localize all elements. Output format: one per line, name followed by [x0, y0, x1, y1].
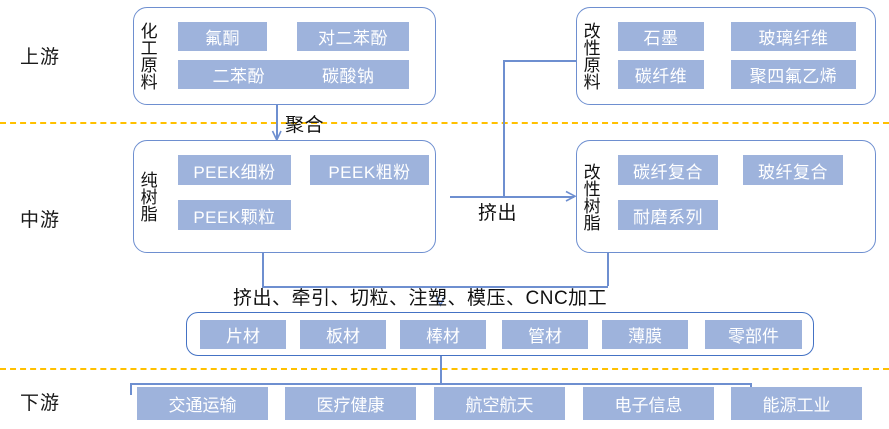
- process-label-extrusion: 挤出: [478, 203, 518, 224]
- divider-midstream-downstream: [0, 368, 889, 370]
- product-chip-component[interactable]: 零部件: [705, 320, 802, 349]
- chip-glass-fiber-composite[interactable]: 玻纤复合: [743, 155, 843, 185]
- chip-biphenol-label: 二苯酚: [212, 67, 265, 86]
- connector-extrusion-right: [450, 196, 574, 198]
- chip-graphite[interactable]: 石墨: [618, 22, 704, 51]
- group-title-modifier-raw: 改性原料: [580, 22, 600, 90]
- process-label-polymerization: 聚合: [285, 115, 325, 136]
- product-chip-plate[interactable]: 板材: [300, 320, 386, 349]
- chip-peek-granules[interactable]: PEEK颗粒: [178, 200, 291, 230]
- connector-pure-resin-down: [262, 253, 264, 286]
- group-modified-resin: 改性树脂 碳纤复合 玻纤复合 耐磨系列: [576, 140, 876, 253]
- application-chip-healthcare[interactable]: 医疗健康: [285, 387, 416, 420]
- chip-sodium-carbonate-label: 碳酸钠: [322, 67, 375, 86]
- group-title-chemical-raw: 化工原料: [137, 22, 157, 90]
- application-chip-energy[interactable]: 能源工业: [731, 387, 862, 420]
- chip-p-biphenol[interactable]: 对二苯酚: [297, 22, 409, 51]
- connector-app-first-down: [130, 383, 132, 395]
- group-title-modified-resin: 改性树脂: [580, 162, 600, 231]
- stage-label-midstream: 中游: [20, 210, 61, 231]
- group-modifier-raw-materials: 改性原料 石墨 玻璃纤维 碳纤维 聚四氟乙烯: [576, 7, 876, 105]
- connector-modified-resin-down: [607, 253, 609, 286]
- chip-fluorone[interactable]: 氟酮: [178, 22, 267, 51]
- stage-label-upstream: 上游: [20, 47, 61, 68]
- connector-modifier-down: [503, 60, 505, 196]
- application-chip-electronics[interactable]: 电子信息: [583, 387, 714, 420]
- group-chips-modified-resin: 碳纤复合 玻纤复合 耐磨系列: [603, 141, 875, 252]
- chip-carbon-fiber-composite[interactable]: 碳纤复合: [618, 155, 718, 185]
- application-chip-transportation[interactable]: 交通运输: [137, 387, 268, 420]
- chip-carbon-fiber[interactable]: 碳纤维: [618, 60, 704, 89]
- group-chips-chemical-raw: 氟酮 对二苯酚 二苯酚 碳酸钠: [160, 8, 435, 104]
- connector-applications-bracket: [130, 383, 750, 385]
- divider-upstream-midstream: [0, 122, 889, 124]
- product-chip-rod[interactable]: 棒材: [400, 320, 486, 349]
- product-chip-tube[interactable]: 管材: [502, 320, 588, 349]
- chip-biphenol-sodium-carbonate[interactable]: 二苯酚 碳酸钠: [178, 60, 409, 89]
- stage-label-downstream: 下游: [20, 393, 61, 414]
- group-pure-resin: 纯树脂 PEEK细粉 PEEK粗粉 PEEK颗粒: [133, 140, 436, 253]
- products-row-box: 片材 板材 棒材 管材 薄膜 零部件: [186, 312, 814, 356]
- group-chemical-raw-materials: 化工原料 氟酮 对二苯酚 二苯酚 碳酸钠: [133, 7, 436, 105]
- group-title-pure-resin: 纯树脂: [137, 171, 157, 222]
- connector-resin-to-extrude: [450, 196, 505, 198]
- application-chip-aerospace[interactable]: 航空航天: [434, 387, 565, 420]
- product-chip-sheet[interactable]: 片材: [200, 320, 286, 349]
- chip-peek-fine-powder[interactable]: PEEK细粉: [178, 155, 291, 185]
- chip-ptfe[interactable]: 聚四氟乙烯: [731, 60, 856, 89]
- group-chips-pure-resin: PEEK细粉 PEEK粗粉 PEEK颗粒: [160, 141, 435, 252]
- product-chip-film[interactable]: 薄膜: [602, 320, 688, 349]
- group-chips-modifier-raw: 石墨 玻璃纤维 碳纤维 聚四氟乙烯: [603, 8, 875, 104]
- chip-glass-fiber[interactable]: 玻璃纤维: [731, 22, 856, 51]
- connector-products-down: [440, 355, 442, 383]
- chip-peek-coarse-powder[interactable]: PEEK粗粉: [310, 155, 429, 185]
- connector-chemical-to-resin: [276, 105, 278, 139]
- chip-wear-resistant-series[interactable]: 耐磨系列: [618, 200, 718, 230]
- process-label-processing: 挤出、牵引、切粒、注塑、模压、CNC加工: [233, 288, 608, 309]
- connector-modifier-top: [503, 60, 581, 62]
- connector-resin-bracket: [262, 286, 608, 288]
